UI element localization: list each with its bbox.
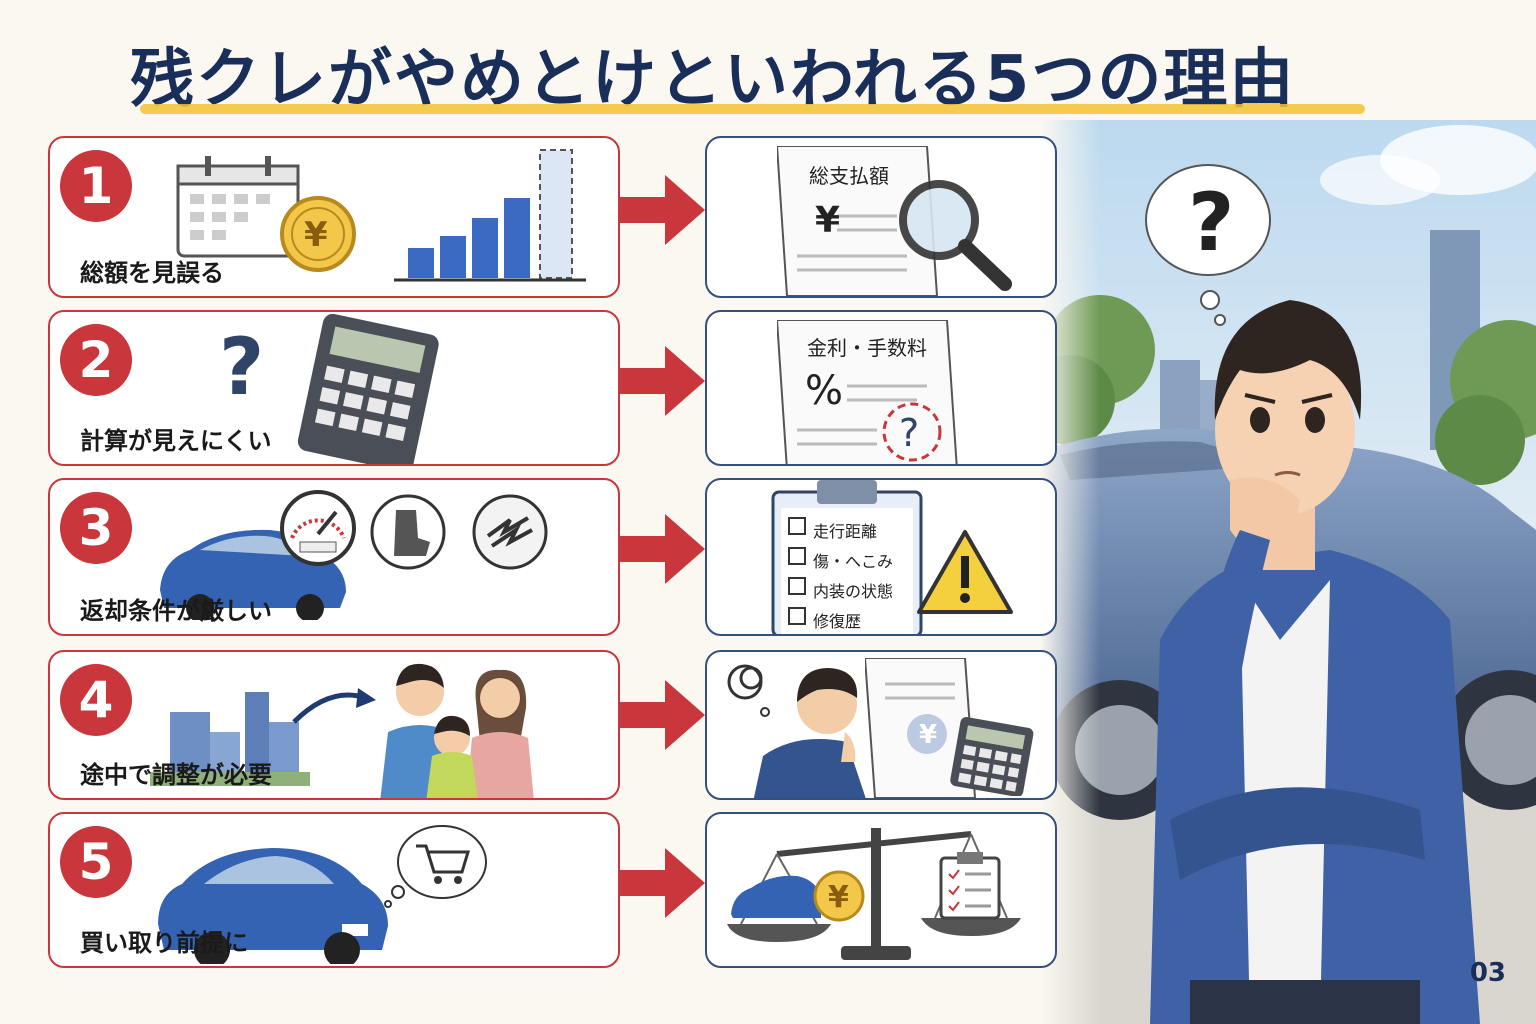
reason-5-number: 5 [60,826,132,898]
arrow-right-icon [620,514,705,584]
reason-2-card: 2 ? 計算が見えにくい [48,310,620,466]
checklist-item: 内装の状態 [813,582,894,601]
result-2-doc-symbol: % [805,368,844,414]
scratch-icon [472,494,548,570]
result-1-doc-title: 総支払額 [809,164,889,188]
reason-5-card: 5 買い取り前提に [48,812,620,968]
arrow-right-icon [620,848,705,918]
balance-scale-icon [727,828,1021,960]
reason-1-number: 1 [60,150,132,222]
curved-arrow-icon [292,688,376,724]
city-buildings-icon [150,692,310,786]
reason-4-number: 4 [60,664,132,736]
checklist-item: 傷・へこみ [813,552,894,571]
calendar-icon [176,156,300,258]
document-icon: ? [777,320,958,464]
yen-coin-icon: ¥ [280,196,356,272]
result-1-doc-symbol: ¥ [815,200,841,241]
magnifier-icon [899,180,1012,291]
checklist-item: 修復歴 [813,612,862,631]
shopping-cart-icon [384,825,487,908]
reason-2-label: 計算が見えにくい [80,427,272,455]
reason-3-label: 返却条件が厳しい [80,597,272,625]
odometer-icon [280,490,356,566]
reason-3-number: 3 [60,492,132,564]
worried-man-icon [727,664,866,798]
result-5-doc-symbol: ¥ [828,880,849,915]
result-2-doc-title: 金利・手数料 [807,336,927,360]
svg-text:?: ? [219,324,264,404]
thinking-man-scene: ? [1040,120,1536,1024]
title-underline [140,104,1365,114]
reason-1-label: 総額を見誤る [80,259,224,287]
calculator-icon [297,314,439,464]
result-3-card: 走行距離 傷・へこみ 内装の状態 修復歴 [705,478,1057,636]
arrow-right-icon [620,175,705,245]
reason-1-card: 1 ¥ 総額を見誤る [48,136,620,298]
result-1-card: 総支払額 ¥ [705,136,1057,298]
question-mark-icon: ? [219,324,264,404]
document-icon [865,658,977,798]
svg-text:?: ? [899,411,919,455]
calculator-icon [950,717,1034,796]
reason-3-card: 3 返却条件が厳しい [48,478,620,636]
result-4-card: ¥ [705,650,1057,800]
checklist-item: 走行距離 [813,522,878,541]
car-seat-icon [370,494,446,570]
svg-text:¥: ¥ [304,215,328,255]
arrow-right-icon [620,346,705,416]
svg-text:?: ? [1188,176,1234,269]
clipboard-icon [771,480,923,634]
arrow-right-icon [620,680,705,750]
reason-2-number: 2 [60,324,132,396]
warning-icon [917,530,1013,614]
reason-5-label: 買い取り前提に [80,929,248,957]
car-icon [158,848,388,964]
document-icon [777,146,939,296]
result-5-card: ¥ [705,812,1057,968]
bar-chart-icon [394,149,586,282]
reason-4-card: 4 途中で調整が必要 [48,650,620,800]
page-number: 03 [1469,958,1506,988]
reason-4-label: 途中で調整が必要 [80,761,272,789]
result-4-doc-symbol: ¥ [919,720,938,750]
family-icon [380,663,534,798]
result-2-card: ? 金利・手数料 % [705,310,1057,466]
